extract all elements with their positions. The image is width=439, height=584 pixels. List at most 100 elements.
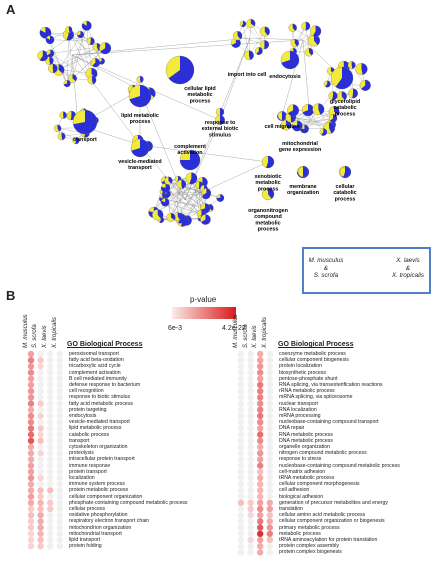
network-node [232, 31, 243, 41]
heatmap-cell [37, 412, 44, 420]
network-node [239, 20, 247, 28]
go-term: cytoskeleton organization [69, 444, 128, 450]
network-node [59, 111, 67, 119]
network-node [323, 80, 331, 88]
heatmap-cell [266, 388, 273, 395]
network-edge [181, 184, 221, 199]
heatmap-cell [27, 363, 35, 370]
heatmap-cell [27, 425, 35, 432]
heatmap-cell [266, 363, 273, 370]
legend-right-text: X. laevis & X. tropicalis [392, 257, 424, 279]
heatmap-cell [56, 462, 63, 469]
network-edge [165, 187, 201, 219]
network-node [39, 26, 52, 39]
network-node [48, 63, 58, 74]
heatmap-cell [47, 400, 54, 407]
heatmap-cell [47, 505, 54, 513]
heatmap-cell [237, 437, 245, 444]
network-node [65, 26, 73, 34]
heatmap-cell [237, 524, 245, 531]
heatmap-cell [27, 381, 35, 389]
network-edge [192, 179, 206, 209]
heatmap-cell [47, 357, 54, 364]
cluster-label: cell migration [264, 124, 299, 130]
heatmap-cell [266, 350, 273, 358]
heatmap-cell [47, 419, 54, 426]
network-edge [290, 117, 330, 129]
heatmap-cell [27, 474, 35, 482]
heatmap-cell [237, 406, 245, 413]
heatmap-cell [37, 505, 44, 513]
network-node [53, 124, 62, 132]
heatmap-cell [237, 443, 245, 451]
pvalue-max: 4.2e-22 [222, 325, 246, 332]
heatmap-cell [56, 431, 63, 438]
go-term: tricarboxylic acid cycle [69, 363, 121, 370]
network-edge [58, 48, 106, 71]
go-term: mRNA splicing, via spliceosome [279, 394, 353, 401]
heatmap-cell [247, 381, 254, 389]
network-hub-node [165, 55, 195, 85]
heatmap-cell [27, 530, 35, 537]
heatmap-cell [37, 437, 44, 444]
heatmap-cell [237, 419, 245, 426]
go-term: cellular amino acid metabolic process [279, 512, 366, 519]
network-node [90, 58, 100, 68]
heatmap-cell [37, 394, 44, 401]
go-term: tRNA metabolic process [279, 475, 335, 481]
heatmap-cell [56, 363, 63, 370]
network-node [62, 29, 74, 41]
network-edge [290, 117, 331, 125]
heatmap-cell [266, 536, 273, 544]
heatmap-cell [56, 425, 63, 432]
heatmap-cell [37, 450, 44, 457]
heatmap-cell [47, 456, 54, 463]
network-node [81, 20, 92, 31]
heatmap-cell [37, 363, 44, 370]
species-label-left-1: M. musculus [23, 314, 29, 348]
go-term: generation of precursor metabolites and … [279, 499, 389, 506]
network-edge [72, 25, 87, 79]
heatmap-cell [56, 419, 63, 426]
heatmap-cell [37, 536, 44, 544]
go-term: tRNA aminoacylation for protein translat… [279, 537, 378, 543]
heatmap-cell [237, 412, 245, 420]
heatmap-cell [237, 388, 245, 395]
heatmap-cell [237, 549, 245, 556]
heatmap-cell [257, 512, 264, 519]
heatmap-cell [56, 518, 63, 525]
heatmap-cell [27, 462, 35, 469]
go-term: nuclear transport [279, 400, 318, 407]
go-term: protein complex assembly [279, 543, 339, 550]
heatmap-cell [266, 443, 273, 451]
heatmap-cell [37, 406, 44, 413]
heatmap-cell [266, 549, 273, 556]
heatmap-cell [37, 481, 44, 488]
network-node [173, 212, 182, 221]
heatmap-cell [56, 443, 63, 451]
go-term: response to biotic stimulus [69, 394, 131, 401]
heatmap-cell [237, 363, 245, 370]
heatmap-cell [56, 481, 63, 488]
go-term: mitochondrion organization [69, 524, 132, 531]
heatmap-cell [237, 499, 245, 506]
heatmap-cell [37, 431, 44, 438]
network-node [164, 176, 173, 185]
heatmap-cell [27, 543, 35, 550]
heatmap-cell [266, 419, 273, 426]
go-term: immune system process [69, 481, 125, 488]
heatmap-cell [37, 499, 44, 506]
heatmap-cell [37, 456, 44, 463]
network-node [87, 75, 97, 85]
network-node [166, 212, 176, 222]
go-term: RNA localization [279, 406, 317, 413]
species-label-right-4: X. tropicalis [262, 316, 268, 348]
heatmap-cell [56, 512, 63, 519]
heatmap-cell [47, 481, 54, 488]
heatmap-cell [37, 543, 44, 550]
heatmap-cell [47, 524, 54, 531]
heatmap-cell [37, 381, 44, 389]
heatmap-cell [47, 493, 54, 500]
